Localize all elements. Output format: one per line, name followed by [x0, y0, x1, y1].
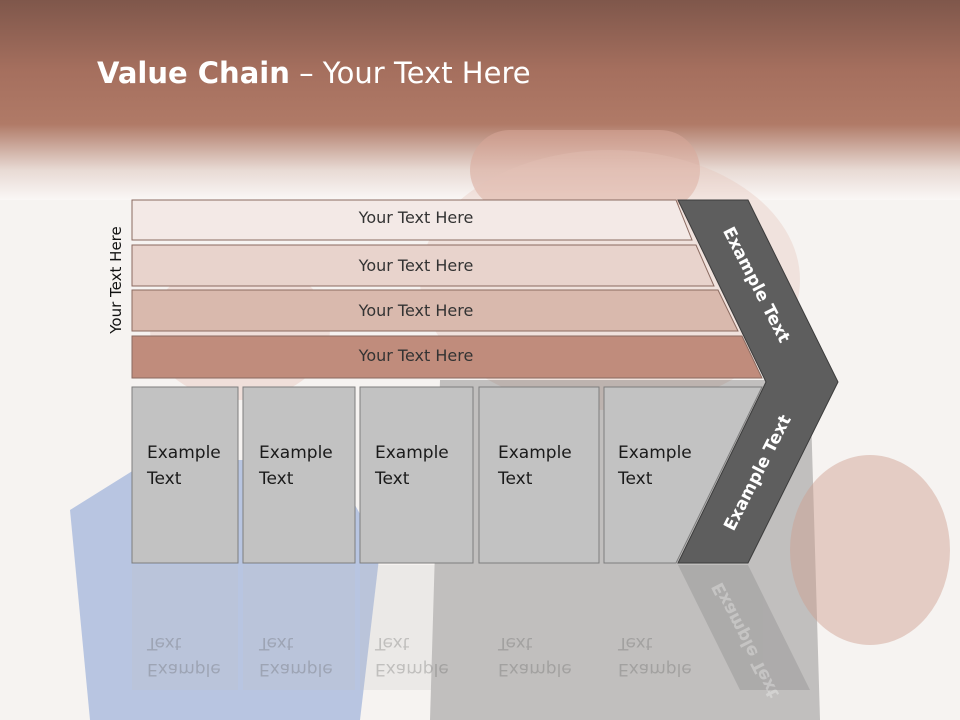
column-1 — [131, 386, 239, 564]
column-2 — [242, 386, 356, 564]
bar-1 — [131, 199, 693, 241]
bar-4-label: Your Text Here — [358, 346, 474, 365]
column-5 — [603, 386, 763, 564]
column-4 — [478, 386, 600, 564]
title-rest: – Your Text Here — [289, 56, 531, 90]
reflection — [132, 565, 810, 690]
page-title: Value Chain – Your Text Here — [97, 56, 531, 90]
chevron-arrow — [677, 199, 839, 564]
bar-2 — [131, 244, 715, 287]
bar-1-label: Your Text Here — [358, 208, 474, 227]
title-bold: Value Chain — [97, 56, 290, 90]
bar-3 — [131, 289, 739, 332]
bar-2-label: Your Text Here — [358, 256, 474, 275]
bar-4 — [131, 335, 763, 379]
bar-3-label: Your Text Here — [358, 301, 474, 320]
column-3 — [359, 386, 474, 564]
